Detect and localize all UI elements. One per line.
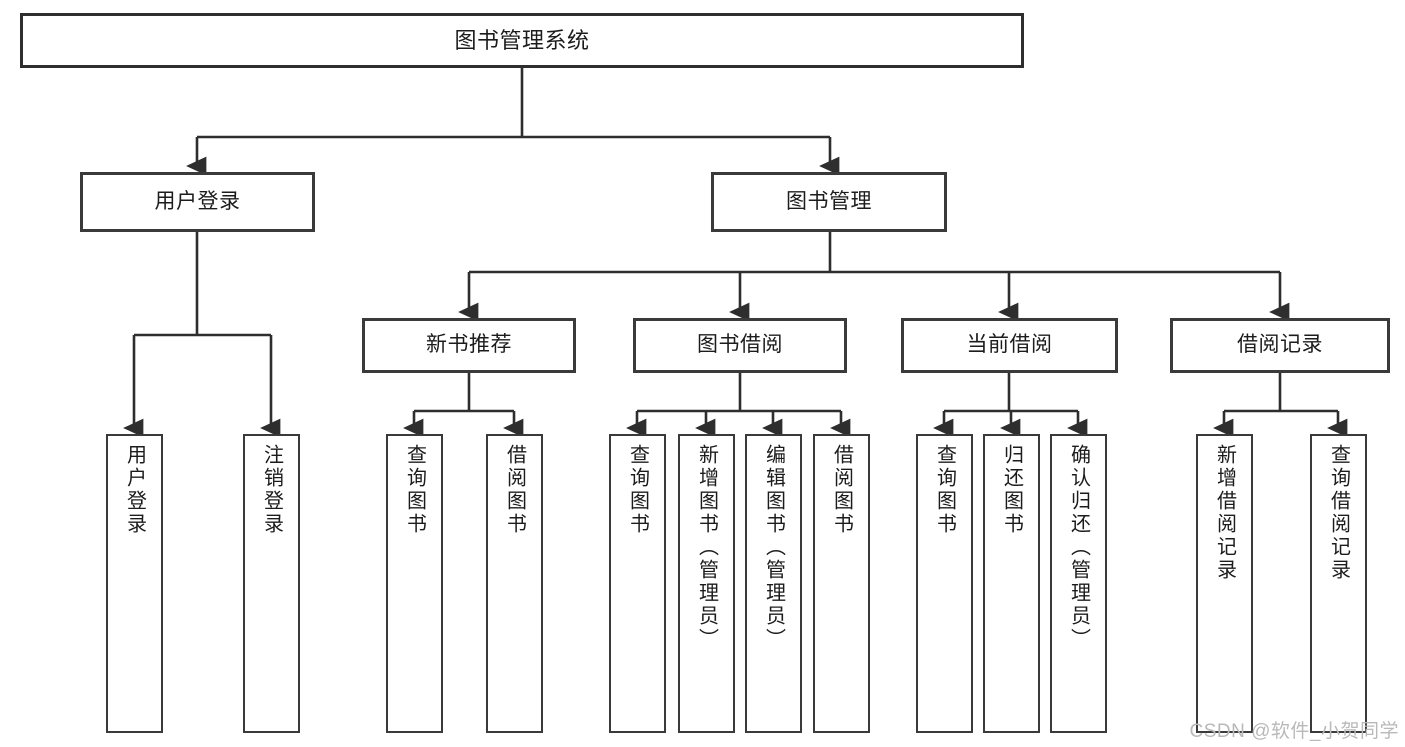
node-label: 查询借阅记录 bbox=[1327, 444, 1350, 582]
leaf-borrow-query-book[interactable]: 查询图书 bbox=[609, 434, 666, 733]
node-label: 查询图书 bbox=[626, 444, 649, 536]
node-label: 查询图书 bbox=[933, 444, 956, 536]
leaf-record-query-borrow-record[interactable]: 查询借阅记录 bbox=[1310, 434, 1367, 733]
watermark: CSDN @软件_小贺同学 bbox=[1189, 721, 1399, 742]
node-label: 用户登录 bbox=[123, 444, 146, 536]
leaf-record-add-borrow-record[interactable]: 新增借阅记录 bbox=[1196, 434, 1253, 733]
node-label: 编辑图书（管理员） bbox=[762, 444, 785, 651]
node-label: 新增借阅记录 bbox=[1213, 444, 1236, 582]
leaf-recommend-query-book[interactable]: 查询图书 bbox=[386, 434, 443, 733]
node-label: 新书推荐 bbox=[426, 333, 512, 357]
node-borrow-record[interactable]: 借阅记录 bbox=[1170, 318, 1390, 373]
node-label: 新增图书（管理员） bbox=[695, 444, 718, 651]
leaf-user-login[interactable]: 用户登录 bbox=[106, 434, 163, 733]
node-label: 用户登录 bbox=[154, 189, 241, 213]
leaf-current-confirm-return-admin[interactable]: 确认归还（管理员） bbox=[1050, 434, 1107, 733]
node-label: 注销登录 bbox=[260, 444, 283, 536]
node-label: 图书管理系统 bbox=[454, 27, 590, 53]
leaf-current-query-book[interactable]: 查询图书 bbox=[916, 434, 973, 733]
leaf-borrow-edit-book-admin[interactable]: 编辑图书（管理员） bbox=[745, 434, 802, 733]
node-label: 归还图书 bbox=[1000, 444, 1023, 536]
node-book-borrow[interactable]: 图书借阅 bbox=[633, 318, 847, 373]
node-label: 图书管理 bbox=[786, 189, 872, 213]
leaf-borrow-borrow-book[interactable]: 借阅图书 bbox=[813, 434, 870, 733]
node-book-management-system[interactable]: 图书管理系统 bbox=[20, 13, 1024, 68]
node-label: 确认归还（管理员） bbox=[1067, 444, 1090, 651]
node-label: 借阅记录 bbox=[1237, 333, 1323, 357]
node-label: 当前借阅 bbox=[966, 333, 1053, 357]
node-book-management[interactable]: 图书管理 bbox=[711, 172, 947, 232]
node-label: 查询图书 bbox=[403, 444, 426, 536]
node-label: 图书借阅 bbox=[697, 333, 783, 357]
leaf-logout[interactable]: 注销登录 bbox=[243, 434, 300, 733]
leaf-recommend-borrow-book[interactable]: 借阅图书 bbox=[486, 434, 543, 733]
node-current-borrow[interactable]: 当前借阅 bbox=[901, 318, 1118, 373]
leaf-current-return-book[interactable]: 归还图书 bbox=[983, 434, 1040, 733]
node-label: 借阅图书 bbox=[503, 444, 526, 536]
node-new-book-recommend[interactable]: 新书推荐 bbox=[362, 318, 576, 373]
node-user-login[interactable]: 用户登录 bbox=[80, 172, 315, 232]
leaf-borrow-add-book-admin[interactable]: 新增图书（管理员） bbox=[678, 434, 735, 733]
node-label: 借阅图书 bbox=[830, 444, 853, 536]
